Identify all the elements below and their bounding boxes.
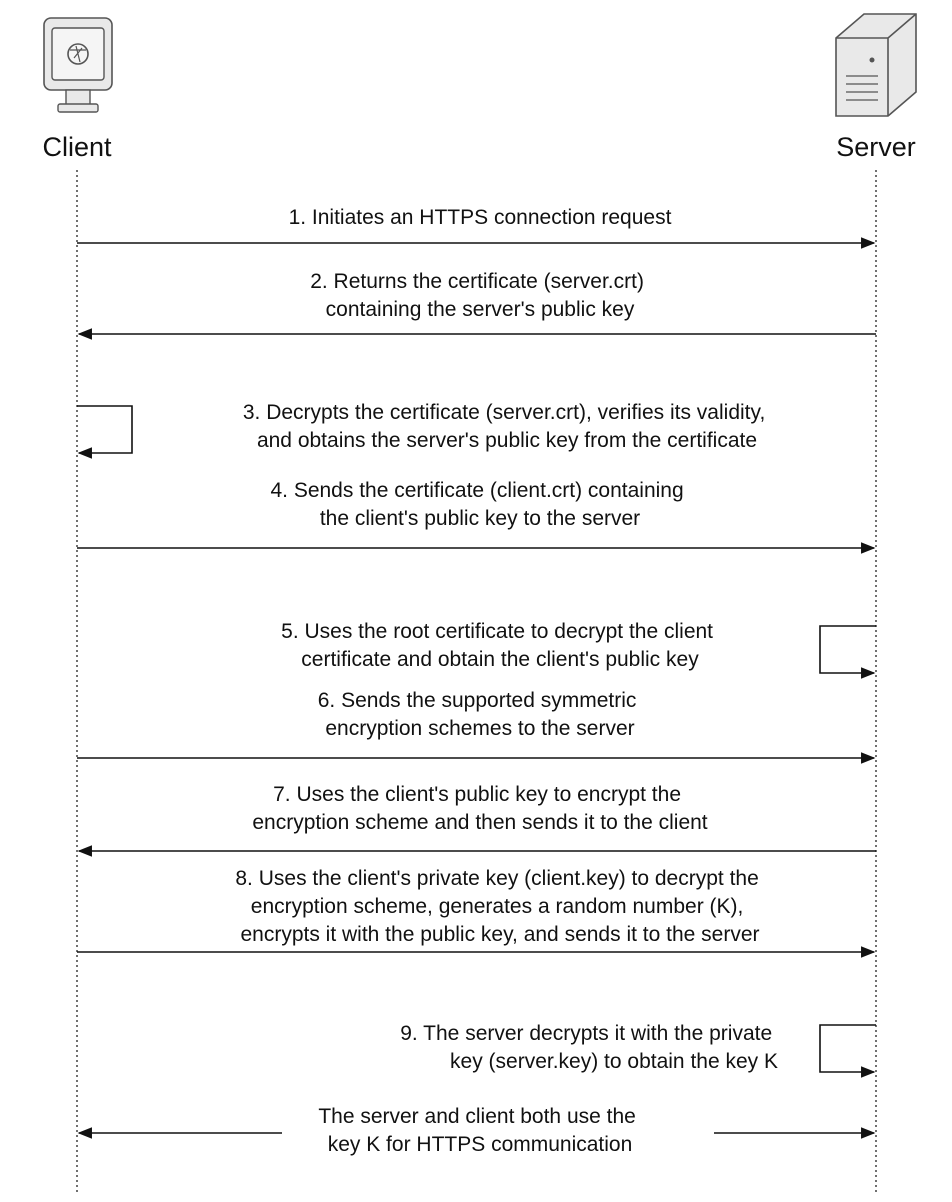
step-10-text: The server and client both use the key K… xyxy=(318,1105,641,1156)
step-8-text: 8. Uses the client's private key (client… xyxy=(235,867,764,946)
monitor-icon xyxy=(43,17,113,113)
step-2-text: 2. Returns the certificate (server.crt) … xyxy=(310,270,650,321)
server-tower-icon xyxy=(835,13,917,117)
step-4-text: 4. Sends the certificate (client.crt) co… xyxy=(270,479,689,530)
step-1-text: 1. Initiates an HTTPS connection request xyxy=(289,206,672,229)
step-6-text: 6. Sends the supported symmetric encrypt… xyxy=(318,689,643,740)
step-5-text: 5. Uses the root certificate to decrypt … xyxy=(281,620,719,671)
step-3-text: 3. Decrypts the certificate (server.crt)… xyxy=(243,401,771,452)
client-label: Client xyxy=(42,132,112,162)
server-label: Server xyxy=(836,132,916,162)
step-9-self-arrow xyxy=(819,1024,876,1078)
step-5-self-arrow xyxy=(819,625,876,679)
step-9-text: 9. The server decrypts it with the priva… xyxy=(400,1022,778,1073)
step-7-text: 7. Uses the client's public key to encry… xyxy=(252,783,707,834)
step-3-self-arrow xyxy=(77,405,133,459)
